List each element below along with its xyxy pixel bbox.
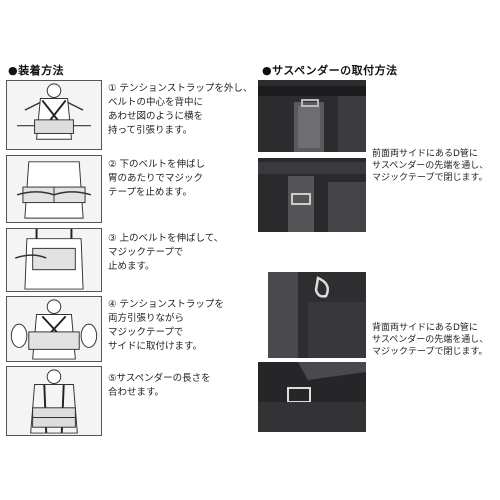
suspender-attachment-heading: ●サスペンダーの取付方法 — [262, 64, 398, 77]
rear-d-ring-caption: 背面両サイドにあるD管に サスペンダーの先端を通し、 マジックテープで閉じます。 — [372, 323, 489, 357]
step-4-illustration — [6, 296, 102, 362]
installation-method-heading: ●装着方法 — [8, 64, 65, 77]
step-2-illustration — [6, 155, 102, 223]
step-2-text: ② 下のベルトを伸ばし 胃のあたりでマジック テープを止めます。 — [108, 159, 206, 198]
rear-d-ring-photo-1 — [258, 272, 366, 358]
front-d-ring-photo-1 — [258, 80, 366, 152]
front-d-ring-photo-2 — [258, 158, 366, 232]
step-5-text: ⑤サスペンダーの長さを 合わせます。 — [108, 373, 211, 398]
step-5-illustration — [6, 366, 102, 436]
front-d-ring-caption: 前面両サイドにあるD管に サスペンダーの先端を通し、 マジックテープで閉じます。 — [372, 149, 489, 183]
step-4-text: ④ テンションストラップを 両方引張りながら マジックテープで サイドに取付けま… — [108, 299, 224, 352]
step-1-illustration — [6, 80, 102, 150]
step-3-illustration — [6, 228, 102, 292]
rear-d-ring-photo-2 — [258, 362, 366, 432]
step-1-text: ① テンションストラップを外し、 ベルトの中心を背中に あわせ図のように横を 持… — [108, 83, 253, 136]
step-3-text: ③ 上のベルトを伸ばして、 マジックテープで 止めます。 — [108, 233, 224, 272]
